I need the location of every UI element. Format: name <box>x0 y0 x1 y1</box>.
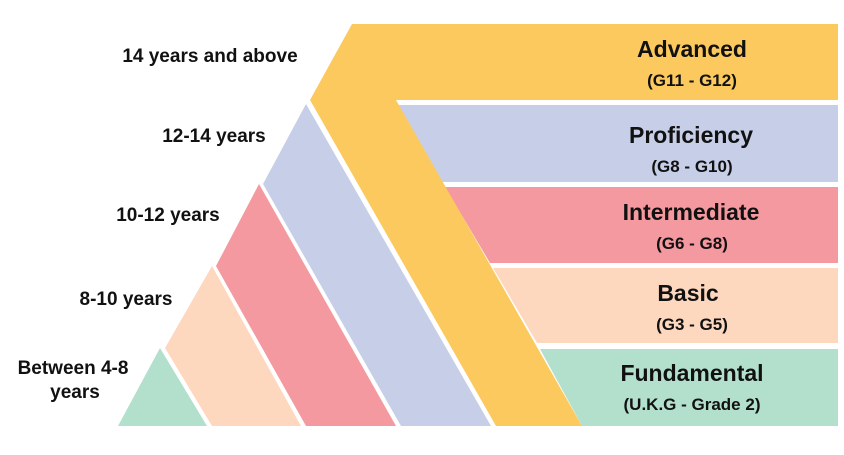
band-basic <box>493 268 838 343</box>
age-label-intermediate: 10-12 years <box>116 205 220 226</box>
stripe-proficiency <box>263 104 491 426</box>
level-grades-intermediate: (G6 - G8) <box>656 234 728 253</box>
age-label-fundamental-line2: years <box>50 382 100 403</box>
level-name-fundamental: Fundamental <box>620 360 763 386</box>
level-grades-proficiency: (G8 - G10) <box>651 157 732 176</box>
level-grades-fundamental: (U.K.G - Grade 2) <box>624 395 761 414</box>
level-name-intermediate: Intermediate <box>623 199 760 225</box>
level-name-advanced: Advanced <box>637 36 747 62</box>
stripe-fundamental <box>118 348 207 426</box>
level-grades-advanced: (G11 - G12) <box>647 71 737 90</box>
band-intermediate <box>445 187 838 263</box>
band-advanced <box>310 24 838 426</box>
level-name-basic: Basic <box>657 280 719 306</box>
age-label-fundamental-line1: Between 4-8 <box>18 358 129 379</box>
band-proficiency <box>396 105 838 182</box>
age-label-basic: 8-10 years <box>80 289 173 310</box>
band-fundamental <box>540 349 838 426</box>
stripe-basic <box>165 266 301 426</box>
stripe-intermediate <box>216 184 396 426</box>
level-name-proficiency: Proficiency <box>629 122 753 148</box>
age-label-proficiency: 12-14 years <box>162 126 266 147</box>
level-grades-basic: (G3 - G5) <box>656 315 728 334</box>
age-label-advanced: 14 years and above <box>122 46 297 67</box>
